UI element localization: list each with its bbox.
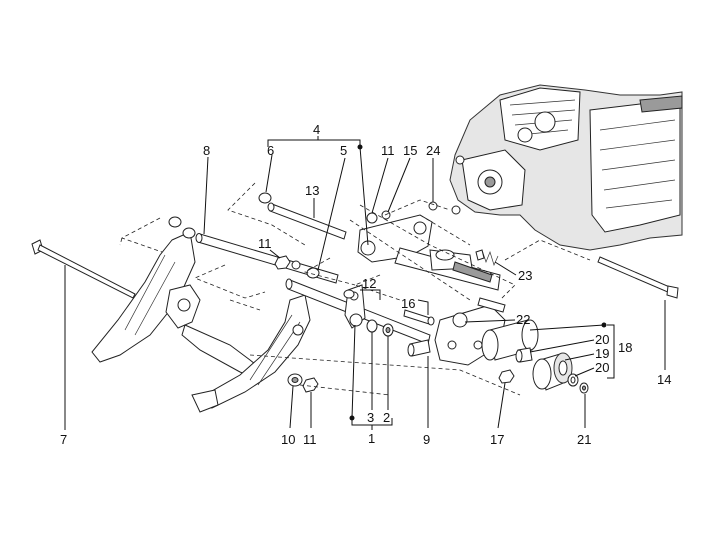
nut-17 — [498, 369, 515, 384]
washer-24 — [428, 201, 438, 211]
label-5: 5 — [340, 143, 347, 158]
label-24: 24 — [426, 143, 440, 158]
bush-3 — [366, 319, 378, 333]
label-11-lower: 11 — [303, 432, 317, 447]
label-23: 23 — [518, 268, 532, 283]
bush-5 — [306, 267, 320, 279]
long-bolt-7 — [31, 239, 136, 299]
bush-6 — [258, 192, 272, 204]
left-mount-bracket — [91, 231, 311, 413]
bush-20-b — [567, 373, 579, 387]
silentblock-19 — [532, 352, 573, 391]
label-20-b: 20 — [595, 360, 609, 375]
label-6: 6 — [267, 143, 274, 158]
label-21: 21 — [577, 432, 591, 447]
nut-11-mid — [274, 255, 301, 270]
long-bolt-14 — [597, 256, 679, 299]
washer-10 — [287, 373, 303, 387]
nut-11-upper — [366, 210, 391, 224]
bushes-left — [168, 216, 355, 299]
label-12: 12 — [362, 276, 376, 291]
label-1: 1 — [368, 431, 375, 446]
shaft-8 — [195, 233, 339, 284]
label-10: 10 — [281, 432, 295, 447]
pin-16 — [403, 309, 435, 326]
label-16: 16 — [401, 296, 415, 311]
shaft-13 — [267, 202, 347, 240]
spring-23 — [475, 249, 499, 266]
bush-9 — [407, 339, 431, 357]
bush-2 — [382, 323, 394, 337]
nut-11-lower — [302, 377, 319, 393]
label-17: 17 — [490, 432, 504, 447]
swing-arm-linkage — [357, 214, 501, 291]
label-8: 8 — [203, 143, 210, 158]
label-22: 22 — [516, 312, 530, 327]
bush-20-a — [515, 347, 533, 363]
engine-unit — [449, 84, 683, 251]
label-13: 13 — [305, 183, 319, 198]
label-11-mid: 11 — [258, 236, 272, 251]
label-7: 7 — [60, 432, 67, 447]
part-labels: 4 6 5 8 13 11 15 24 11 12 16 23 22 20 18… — [60, 122, 671, 447]
label-15: 15 — [403, 143, 417, 158]
label-2: 2 — [383, 410, 390, 425]
label-18: 18 — [618, 340, 632, 355]
assembly-dashed-lines — [119, 182, 591, 396]
label-4: 4 — [313, 122, 320, 137]
label-19: 19 — [595, 346, 609, 361]
nut-21 — [579, 382, 589, 394]
label-14: 14 — [657, 372, 671, 387]
label-20-a: 20 — [595, 332, 609, 347]
label-9: 9 — [423, 432, 430, 447]
label-11-top: 11 — [381, 143, 395, 158]
label-3: 3 — [367, 410, 374, 425]
leader-lines — [64, 136, 666, 430]
